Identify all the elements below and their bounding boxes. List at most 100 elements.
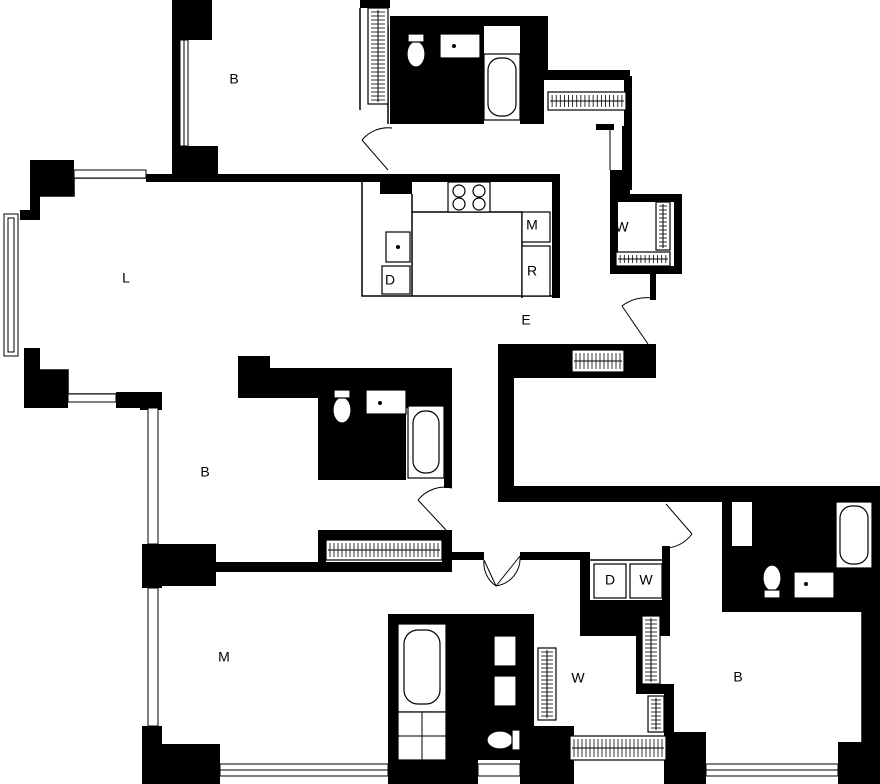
wall-segment bbox=[610, 194, 618, 274]
window bbox=[147, 407, 159, 545]
wall-segment bbox=[722, 600, 880, 612]
wall-segment bbox=[622, 126, 632, 190]
wall-segment bbox=[142, 544, 162, 588]
bathtub-basin bbox=[487, 57, 517, 117]
door-swing bbox=[361, 127, 393, 171]
burner bbox=[472, 197, 486, 211]
wall-segment bbox=[146, 174, 560, 182]
label-master: M bbox=[218, 649, 230, 665]
label-microwave: M bbox=[526, 217, 538, 233]
wall-segment bbox=[20, 210, 40, 220]
label-bedroom-north: B bbox=[229, 71, 238, 87]
window bbox=[477, 763, 521, 777]
wall-segment bbox=[662, 546, 670, 636]
label-refrigerator: R bbox=[527, 263, 537, 279]
label-closet-master: W bbox=[571, 670, 585, 686]
closet-hangers bbox=[541, 650, 553, 718]
sink bbox=[793, 571, 835, 599]
sink bbox=[493, 635, 517, 667]
bathtub-basin bbox=[412, 410, 440, 474]
wall-segment bbox=[520, 552, 580, 560]
wall-segment bbox=[388, 614, 398, 784]
wall-segment bbox=[444, 368, 452, 488]
wall-segment bbox=[520, 16, 548, 76]
wall-segment bbox=[498, 486, 880, 502]
wall-segment bbox=[140, 400, 162, 410]
wall-segment bbox=[610, 266, 682, 274]
wall-segment bbox=[596, 124, 614, 130]
sink bbox=[365, 389, 407, 415]
door-swing bbox=[621, 297, 653, 345]
closet-hangers bbox=[651, 698, 661, 730]
wall-segment bbox=[388, 760, 478, 784]
walls bbox=[20, 0, 880, 784]
bay-window-inner bbox=[7, 217, 15, 353]
doors bbox=[361, 126, 693, 587]
sink bbox=[439, 33, 481, 59]
wall-column bbox=[142, 744, 220, 784]
window bbox=[73, 169, 147, 179]
refrigerator bbox=[521, 245, 551, 297]
wall-segment bbox=[318, 530, 326, 568]
wall-segment bbox=[406, 398, 450, 408]
wall-segment bbox=[520, 70, 630, 80]
toilet bbox=[332, 396, 352, 424]
label-entry: E bbox=[521, 312, 530, 328]
toilet bbox=[486, 730, 514, 750]
wall-segment bbox=[172, 0, 180, 180]
wall-segment bbox=[520, 70, 544, 124]
burner bbox=[472, 184, 486, 198]
toilet bbox=[762, 564, 782, 592]
label-bedroom-east: B bbox=[733, 669, 742, 685]
wall-column bbox=[838, 742, 880, 784]
wall-segment bbox=[360, 0, 390, 8]
closet-hangers bbox=[574, 353, 622, 369]
door-swing bbox=[665, 503, 693, 549]
bathtub-basin bbox=[403, 629, 441, 705]
kitchen-counter-outline bbox=[361, 182, 552, 297]
wall-segment bbox=[388, 614, 528, 624]
toilet-tank bbox=[511, 729, 521, 751]
wall-segment bbox=[636, 684, 672, 694]
closet-hangers bbox=[659, 204, 667, 248]
wall-column bbox=[380, 174, 412, 194]
wall-segment bbox=[210, 562, 450, 572]
toilet-tank bbox=[763, 589, 781, 599]
window bbox=[67, 393, 117, 403]
bathtub-basin bbox=[839, 505, 869, 565]
wall-segment bbox=[390, 16, 548, 26]
appliance-labels: M R D D W bbox=[385, 217, 653, 588]
wall-segment bbox=[650, 274, 656, 300]
wall-segment bbox=[610, 194, 682, 202]
window bbox=[147, 587, 159, 727]
burner bbox=[452, 184, 466, 198]
wall-segment bbox=[862, 612, 880, 784]
toilet bbox=[406, 40, 426, 68]
closet-hangers bbox=[328, 543, 440, 557]
wall-segment bbox=[674, 194, 682, 274]
label-washer: W bbox=[639, 572, 653, 588]
burner bbox=[452, 197, 466, 211]
wall-segment bbox=[520, 614, 534, 784]
fixtures bbox=[332, 33, 873, 761]
label-dryer: D bbox=[605, 572, 615, 588]
closet-hangers bbox=[572, 739, 664, 757]
label-bedroom-west: B bbox=[200, 464, 209, 480]
closet-hangers bbox=[645, 618, 657, 682]
label-dishwasher: D bbox=[385, 272, 395, 288]
sink-drain bbox=[396, 245, 400, 249]
windows bbox=[3, 39, 839, 777]
sink-drain bbox=[378, 401, 382, 405]
sink-drain bbox=[804, 582, 808, 586]
wall-segment bbox=[442, 530, 452, 572]
wall-segment bbox=[664, 684, 674, 734]
double-door-swing bbox=[483, 555, 521, 587]
wall-segment bbox=[390, 16, 398, 124]
label-closet-entry: W bbox=[615, 219, 629, 235]
dryer bbox=[593, 563, 627, 599]
wall-segment bbox=[552, 174, 560, 298]
wall-segment bbox=[30, 160, 40, 220]
label-living: L bbox=[122, 270, 130, 286]
wall-segment bbox=[610, 170, 630, 194]
